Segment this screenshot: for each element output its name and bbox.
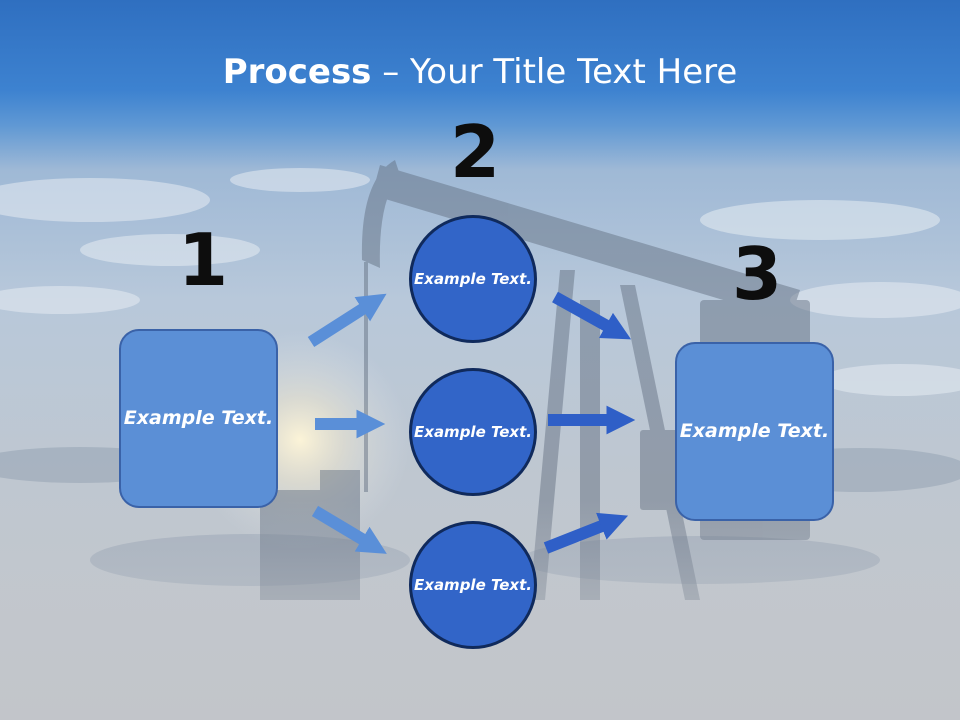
arrow-circle-1-to-box — [552, 291, 632, 340]
title-rest-text: – Your Title Text Here — [371, 52, 738, 92]
left-process-box: Example Text. — [119, 329, 278, 508]
right-box-text: Example Text. — [679, 420, 830, 442]
circle-3-text: Example Text. — [414, 575, 532, 594]
slide-title: Process – Your Title Text Here — [0, 52, 960, 92]
arrow-circle-3-to-box — [543, 512, 629, 554]
circle-1-text: Example Text. — [414, 269, 532, 288]
arrow-box-to-circle-1 — [307, 293, 387, 348]
step-number-3: 3 — [732, 232, 783, 316]
circle-2-text: Example Text. — [414, 422, 532, 441]
right-process-box: Example Text. — [675, 342, 834, 521]
step-number-2: 2 — [450, 110, 501, 194]
process-circle-1: Example Text. — [409, 215, 537, 343]
process-circle-3: Example Text. — [409, 521, 537, 649]
left-box-text: Example Text. — [123, 407, 274, 429]
step-number-1: 1 — [178, 218, 229, 302]
title-bold-text: Process — [222, 52, 372, 92]
process-circle-2: Example Text. — [409, 368, 537, 496]
arrow-box-to-circle-3 — [311, 505, 387, 554]
